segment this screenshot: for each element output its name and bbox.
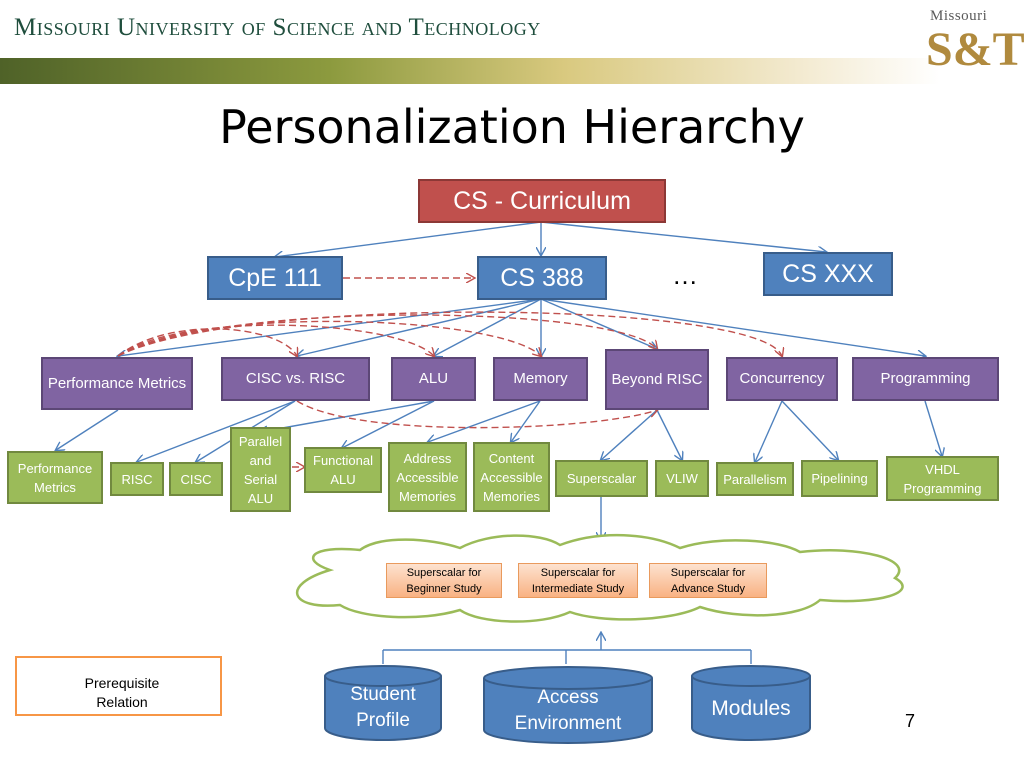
study-advance[interactable]: Superscalar for Advance Study [649,563,767,598]
prereq-performance-cisc [117,328,297,356]
edge-concurrency-pipelining [781,400,838,460]
subtopic-address-accessible-memories[interactable]: Address Accessible Memories [388,442,467,512]
prereq-performance-memory [117,320,541,356]
edge-root-csxxx [540,221,826,252]
subtopic-functional-alu[interactable]: Functional ALU [304,447,382,493]
course-csxxx[interactable]: CS XXX [763,252,893,296]
subtopic-cisc[interactable]: CISC [169,462,223,496]
prereq-cisc-beyond [296,400,657,429]
topic-concurrency[interactable]: Concurrency [726,357,838,401]
edge-programming-vhdl [924,400,942,456]
page-number: 7 [905,711,916,731]
database-student-profile[interactable] [323,664,443,742]
edge-memory-address [428,400,541,442]
edge-beyond-vliw [656,409,682,460]
edge-beyond-superscalar [601,409,658,460]
edge-memory-content [511,400,541,442]
edge-root-cpe111 [275,221,542,257]
prereq-performance-alu [117,324,434,356]
prereq-performance-beyond [117,314,657,357]
more-courses-ellipsis: … [672,260,698,290]
edge-concurrency-parallelism [755,400,783,462]
topic-beyond-risc[interactable]: Beyond RISC [605,349,709,410]
topic-alu[interactable]: ALU [391,357,476,401]
edge-cs388-beyond-risc [540,298,657,349]
edge-cs388-programming [540,298,925,356]
subtopic-vliw[interactable]: VLIW [655,460,709,497]
logo-top-text: Missouri [930,8,988,24]
edge-cs388-performance [118,298,542,356]
study-beginner[interactable]: Superscalar for Beginner Study [386,563,502,598]
legend-label: Prerequisite Relation [84,675,160,710]
subtopic-risc[interactable]: RISC [110,462,164,496]
edge-cs388-alu [434,298,542,356]
edge-cisc-risc-risc [137,400,296,462]
topic-programming[interactable]: Programming [852,357,999,401]
root-curriculum[interactable]: CS - Curriculum [418,179,666,223]
course-cs388[interactable]: CS 388 [477,256,607,300]
subtopic-pipelining[interactable]: Pipelining [801,460,878,497]
subtopic-vhdl-programming[interactable]: VHDL Programming [886,456,999,501]
topic-cisc-vs-risc[interactable]: CISC vs. RISC [221,357,370,401]
study-intermediate[interactable]: Superscalar for Intermediate Study [518,563,638,598]
slide-title: Personalization Hierarchy [219,100,805,154]
logo-mark: S&T [926,23,1024,76]
student-profile-label: Student Profile [350,684,416,731]
edge-alu-functional [342,400,435,448]
subtopic-parallelism[interactable]: Parallelism [716,462,794,496]
edge-performance-sub [56,409,119,450]
subtopic-performance-metrics[interactable]: Performance Metrics [7,451,103,504]
university-logo: Missouri S&T [914,6,1024,86]
prereq-performance-concurrency [117,311,782,356]
topic-performance-metrics[interactable]: Performance Metrics [41,357,193,410]
legend-box: Prerequisite Relation [15,656,222,716]
access-environment-label: Access Environment [514,687,622,734]
subtopic-content-accessible-memories[interactable]: Content Accessible Memories [473,442,550,512]
database-modules[interactable] [690,664,812,742]
header-bar [0,58,940,84]
university-name: Missouri University of Science and Techn… [14,14,541,41]
edge-alu-parallel [260,400,435,432]
subtopic-parallel-serial-alu[interactable]: Parallel and Serial ALU [230,427,291,512]
subtopic-superscalar[interactable]: Superscalar [555,460,648,497]
course-cpe111[interactable]: CpE 111 [207,256,343,300]
topic-memory[interactable]: Memory [493,357,588,401]
database-access-environment[interactable] [482,664,654,746]
edge-cs388-cisc-risc [297,298,542,356]
modules-label: Modules [711,697,791,720]
